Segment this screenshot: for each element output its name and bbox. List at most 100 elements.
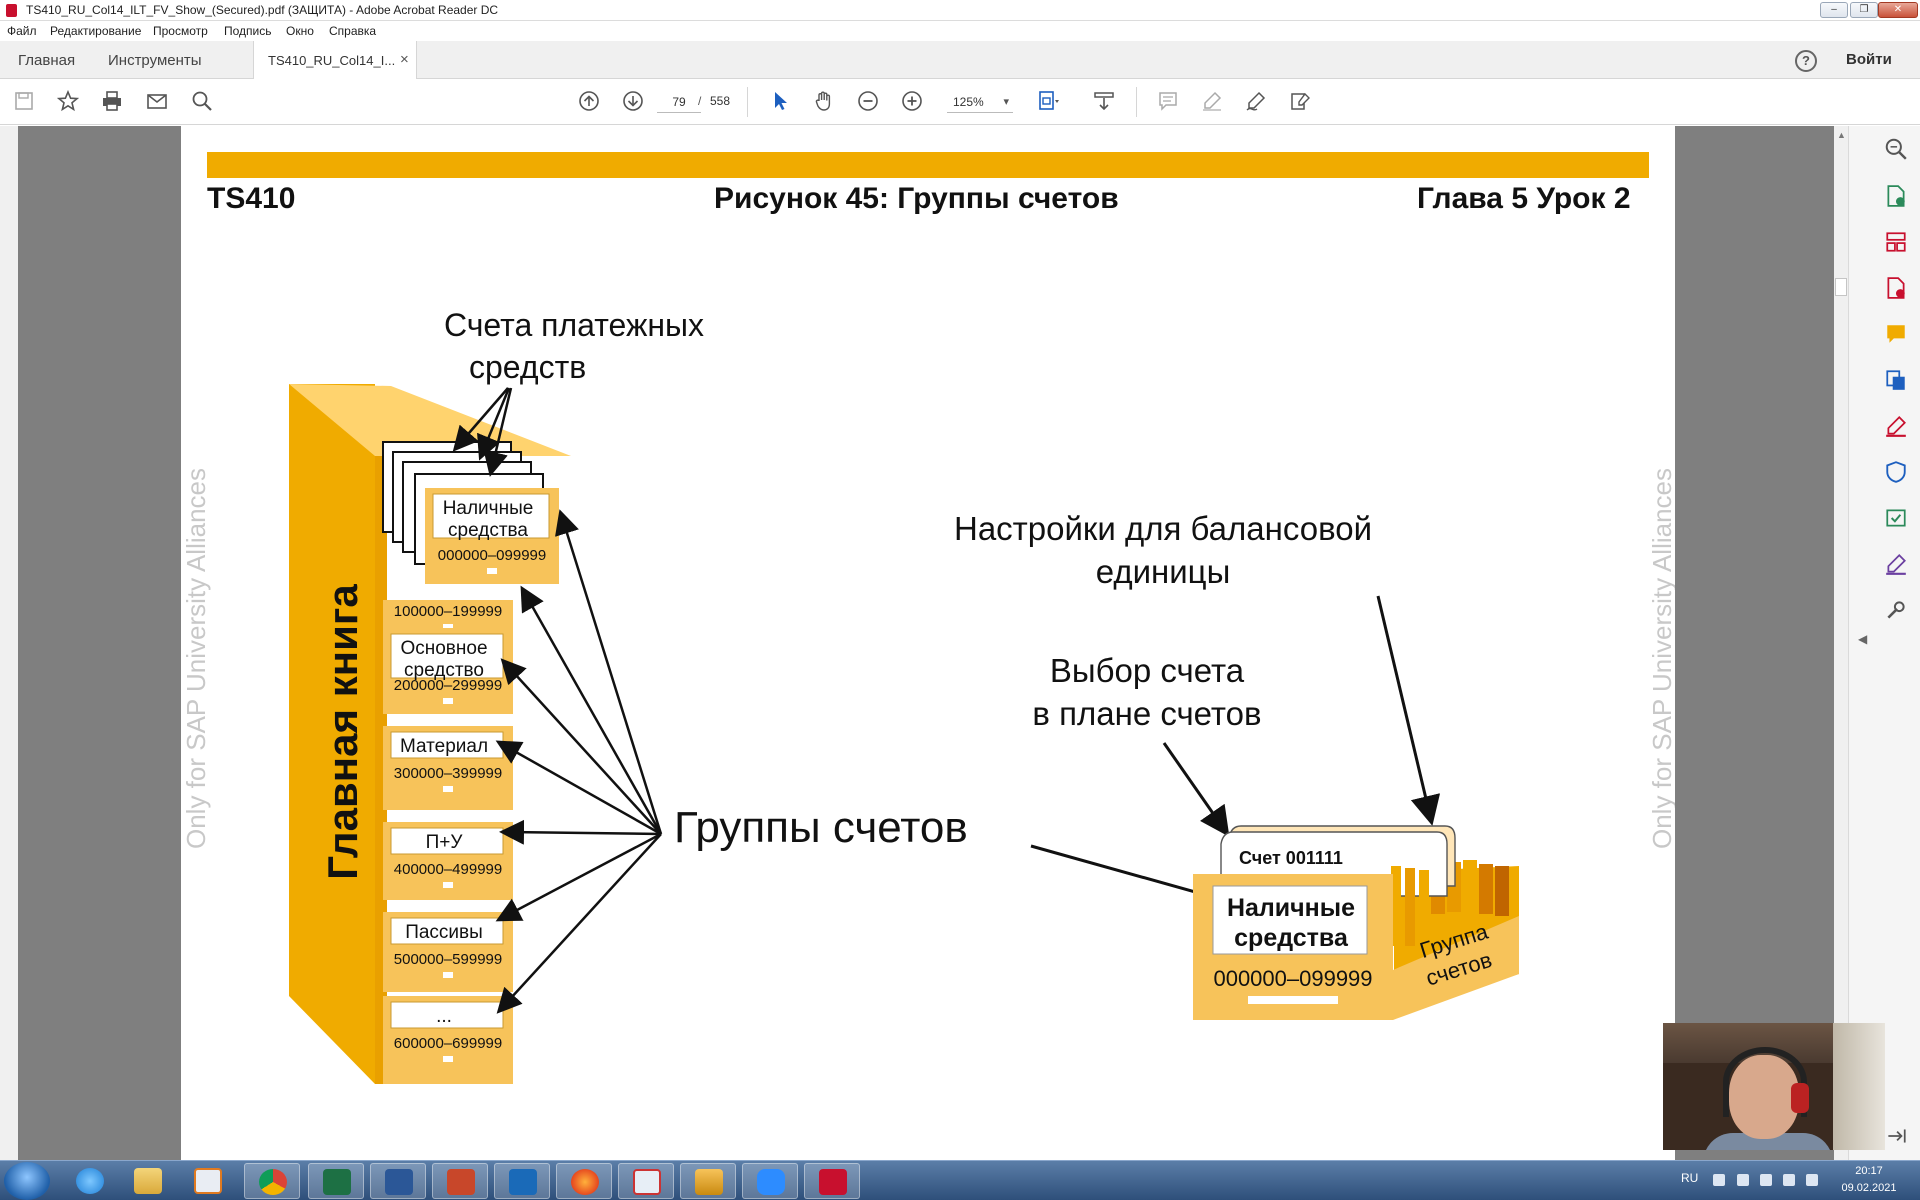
zoom-in-icon[interactable] (900, 90, 924, 114)
tray-network-icon[interactable] (1760, 1174, 1772, 1186)
taskbar-snipping[interactable] (618, 1163, 674, 1199)
arrow (495, 832, 662, 922)
ledger-row-tab (443, 786, 453, 792)
tab-document[interactable]: TS410_RU_Col14_I... × (253, 41, 417, 79)
fill-sign-tool-icon[interactable] (1884, 414, 1908, 438)
left-panel-strip[interactable] (0, 126, 18, 1160)
coa-selection-label-2: в плане счетов (1032, 695, 1261, 732)
more-tools-icon[interactable] (1884, 598, 1908, 622)
ledger-row-name: средства (448, 520, 528, 541)
zoom-level-select[interactable]: 125% (947, 91, 1013, 113)
menu-file[interactable]: Файл (7, 24, 37, 38)
start-button[interactable] (4, 1162, 50, 1200)
maximize-button[interactable]: ❐ (1850, 2, 1878, 18)
tray-flag-icon[interactable] (1737, 1174, 1749, 1186)
tray-cloud-icon[interactable] (1806, 1174, 1818, 1186)
hand-icon[interactable] (812, 90, 836, 114)
collapse-pane-icon[interactable]: ◀ (1858, 632, 1868, 646)
star-icon[interactable] (56, 89, 80, 114)
vertical-scrollbar[interactable]: ▲ (1834, 126, 1848, 1160)
tab-home[interactable]: Главная (18, 52, 76, 69)
arrow (500, 658, 662, 835)
chapter-label: Глава 5 Урок 2 (1417, 182, 1631, 215)
menu-sign[interactable]: Подпись (224, 24, 272, 38)
scrollbar-thumb[interactable] (1835, 278, 1847, 296)
ledger-row-tab (443, 698, 453, 704)
prev-page-icon[interactable] (577, 90, 601, 114)
save-icon[interactable] (12, 90, 36, 114)
print-icon[interactable] (100, 90, 124, 114)
tray-clock-date[interactable]: 09.02.2021 (1841, 1182, 1897, 1194)
comment-icon[interactable] (1156, 90, 1180, 114)
folder-icon (134, 1168, 162, 1194)
page-number-input[interactable]: 79 (657, 91, 701, 113)
ledger-row-name: Пассивы (405, 922, 483, 943)
tray-clock-time[interactable]: 20:17 (1855, 1165, 1883, 1177)
taskbar-zoom[interactable] (742, 1163, 798, 1199)
highlight-icon[interactable] (1200, 90, 1224, 114)
zoom-out-icon[interactable] (856, 90, 880, 114)
email-icon[interactable] (145, 90, 169, 114)
ledger-row-tab (487, 568, 497, 574)
tray-arrow-icon[interactable] (1713, 1174, 1725, 1186)
ledger-title: Главная книга (319, 584, 366, 880)
powerpoint-icon (447, 1169, 475, 1195)
select-cursor-icon[interactable] (768, 90, 792, 114)
organize-pages-icon[interactable] (1884, 230, 1908, 254)
protect-icon[interactable] (1884, 460, 1908, 484)
card-range: 000000–099999 (1213, 966, 1372, 991)
search-icon[interactable] (190, 90, 214, 114)
ie-icon (76, 1168, 104, 1194)
taskbar-sap[interactable] (680, 1163, 736, 1199)
close-tab-icon[interactable]: × (400, 51, 409, 68)
taskbar-explorer[interactable] (120, 1163, 176, 1199)
taskbar-firefox[interactable] (556, 1163, 612, 1199)
zoom-app-icon (757, 1169, 785, 1195)
scroll-mode-icon[interactable] (1092, 90, 1116, 114)
taskbar-excel[interactable] (308, 1163, 364, 1199)
taskbar-ie[interactable] (62, 1163, 118, 1199)
comment-tool-icon[interactable] (1884, 322, 1908, 346)
taskbar-outlook[interactable] (494, 1163, 550, 1199)
tab-bar: Главная Инструменты TS410_RU_Col14_I... … (0, 41, 1920, 79)
combine-files-icon[interactable] (1884, 368, 1908, 392)
zoom-icon[interactable] (1884, 137, 1908, 161)
arrow (495, 740, 662, 836)
ledger-row-label-box (390, 1001, 504, 1029)
signin-button[interactable]: Войти (1846, 51, 1892, 68)
media-player-icon (194, 1168, 222, 1194)
tray-volume-icon[interactable] (1783, 1174, 1795, 1186)
arrow (499, 819, 662, 845)
expand-pane-icon[interactable] (1884, 1124, 1908, 1148)
payment-accounts-label-1: Счета платежных (444, 307, 704, 343)
menu-view[interactable]: Просмотр (153, 24, 208, 38)
taskbar-chrome[interactable] (244, 1163, 300, 1199)
send-review-icon[interactable] (1884, 506, 1908, 530)
menu-edit[interactable]: Редактирование (50, 24, 142, 38)
tray-language[interactable]: RU (1681, 1171, 1699, 1185)
minimize-button[interactable]: – (1820, 2, 1848, 18)
close-window-button[interactable]: ✕ (1878, 2, 1918, 18)
menu-help[interactable]: Справка (329, 24, 377, 38)
menu-window[interactable]: Окно (286, 24, 314, 38)
account-card-file: Счет 001111 Наличные средства 000000–099… (1193, 825, 1519, 1020)
create-pdf-icon[interactable] (1884, 276, 1908, 300)
coa-selection-label-1: Выбор счета (1050, 652, 1245, 689)
sign-icon[interactable] (1244, 90, 1268, 114)
tab-tools[interactable]: Инструменты (108, 52, 202, 69)
page-total: 558 (710, 94, 731, 108)
taskbar-word[interactable] (370, 1163, 426, 1199)
taskbar-powerpoint[interactable] (432, 1163, 488, 1199)
arrow (1376, 595, 1441, 826)
taskbar: RU 20:17 09.02.2021 (0, 1160, 1920, 1200)
edit-sign-icon[interactable] (1884, 552, 1908, 576)
taskbar-media[interactable] (180, 1163, 236, 1199)
export-pdf-icon[interactable] (1884, 184, 1908, 208)
fit-page-icon[interactable] (1036, 90, 1060, 114)
taskbar-acrobat[interactable] (804, 1163, 860, 1199)
help-icon[interactable]: ? (1795, 50, 1817, 72)
arrow (452, 387, 509, 452)
fill-sign-icon[interactable] (1288, 90, 1312, 114)
next-page-icon[interactable] (621, 90, 645, 114)
scroll-up-icon[interactable]: ▲ (1837, 130, 1846, 140)
